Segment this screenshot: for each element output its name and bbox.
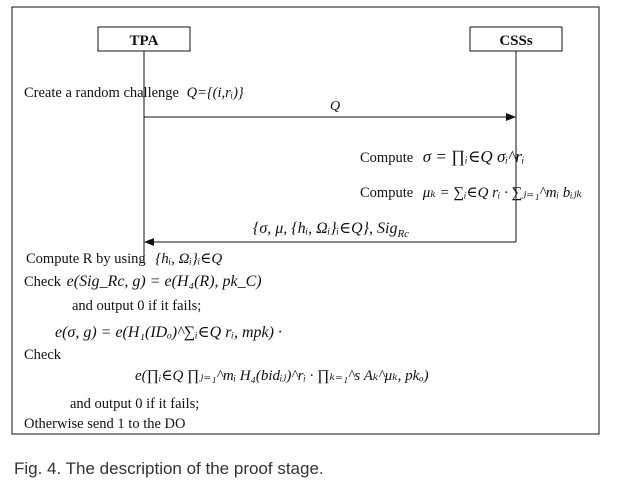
compute-mu: Compute μₖ = ∑ᵢ∈Q rᵢ · ∑ⱼ₌₁^mᵢ bᵢⱼₖ [360, 185, 583, 201]
pairing-formula: e(σ, g) = e(H₁(IDₒ)^∑ᵢ∈Q rᵢ, mpk) · [55, 324, 282, 341]
tpa-label: TPA [130, 33, 159, 49]
otherwise-line: Otherwise send 1 to the DO [24, 416, 185, 432]
challenge-label: Create a random challenge Q={(i,rᵢ)} [24, 85, 244, 101]
compute-r-set: {hᵢ, Ωᵢ}ᵢ∈Q [155, 251, 222, 267]
q-arrow-label: Q [330, 99, 340, 114]
mu-formula: μₖ = ∑ᵢ∈Q rᵢ · ∑ⱼ₌₁^mᵢ bᵢⱼₖ [422, 185, 583, 201]
check1-formula: e(Sig_Rc, g) = e(H₄(R), pk_C) [67, 273, 262, 290]
fail-line2: and output 0 if it fails; [70, 396, 199, 412]
compute-sigma: Compute σ = ∏ᵢ∈Q σᵢ^rᵢ [360, 147, 525, 166]
compute-r: Compute R by using {hᵢ, Ωᵢ}ᵢ∈Q [26, 251, 222, 267]
product-formula: e(∏ᵢ∈Q ∏ⱼ₌₁^mᵢ H₄(bidᵢⱼ)^rᵢ · ∏ₖ₌₁^s Aₖ^… [135, 368, 429, 384]
check2: Check [24, 347, 62, 363]
figure-caption: Fig. 4. The description of the proof sta… [14, 459, 324, 478]
fail-line1: and output 0 if it fails; [72, 298, 201, 314]
css-label: CSSs [499, 33, 533, 49]
response-tuple: {σ, μ, {hᵢ, Ωᵢ}ᵢ∈Q}, SigRc [253, 220, 409, 240]
challenge-set: Q={(i,rᵢ)} [187, 85, 244, 101]
check1: Check e(Sig_Rc, g) = e(H₄(R), pk_C) [24, 273, 262, 290]
diagram-frame [11, 6, 600, 435]
sigma-formula: σ = ∏ᵢ∈Q σᵢ^rᵢ [423, 147, 525, 166]
